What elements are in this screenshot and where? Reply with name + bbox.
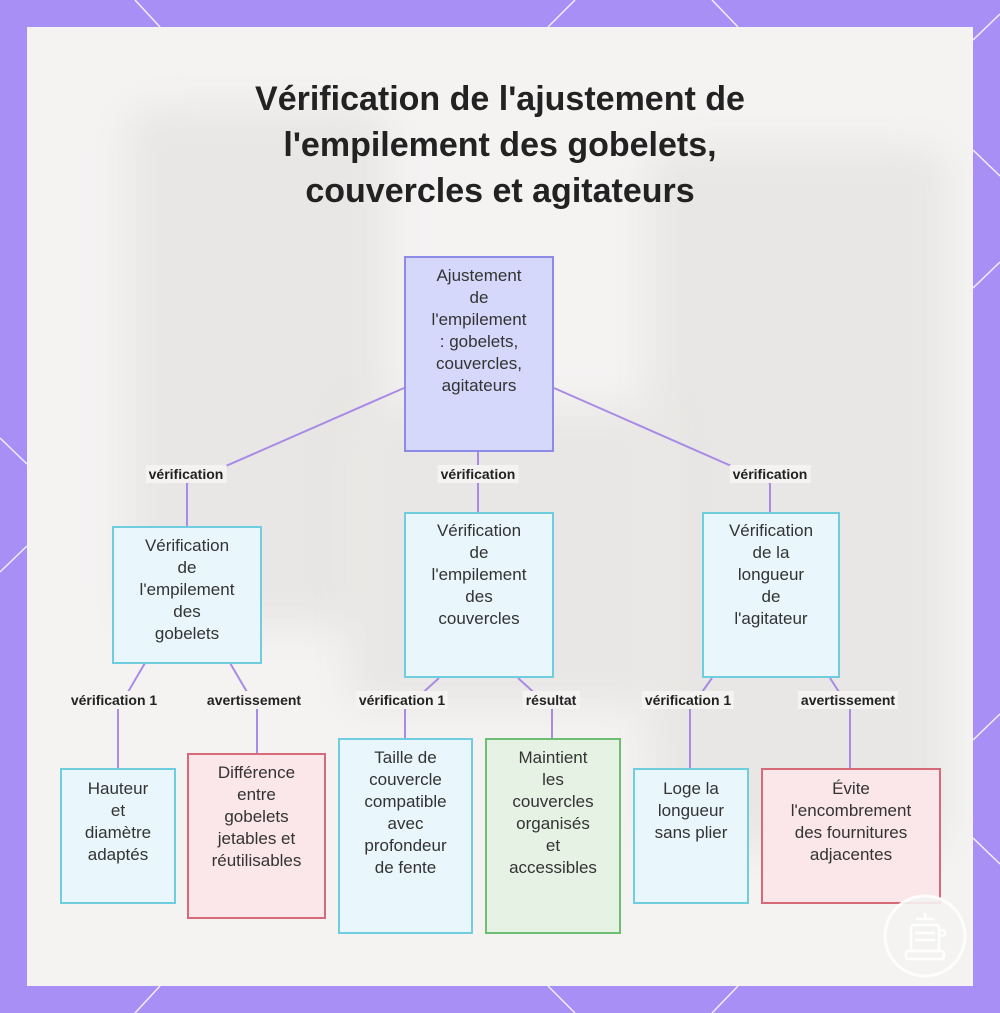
edge-stirrer-clutter [829, 677, 851, 768]
watermark-logo-icon [883, 894, 967, 978]
node-stirrer-length: Vérification de la longueur de l'agitate… [702, 512, 840, 678]
node-text: longueur [657, 801, 725, 820]
node-text: gobelets [224, 807, 289, 826]
node-text: : gobelets, [439, 332, 519, 351]
node-text: l'empilement [431, 310, 527, 329]
node-text: avec [387, 814, 424, 833]
edge-label: vérification [437, 465, 519, 483]
edge-label: vérification 1 [355, 691, 449, 709]
node-lids-size: Taille de couvercle compatible avec prof… [338, 738, 473, 934]
node-text: des fournitures [794, 823, 908, 842]
node-text: Évite [832, 779, 870, 798]
edge-label: vérification 1 [67, 691, 161, 709]
node-text: couvercles, [436, 354, 522, 373]
node-text: accessibles [509, 858, 597, 877]
node-text: de [761, 587, 781, 606]
title-line: l'empilement des gobelets, [283, 126, 717, 164]
title-line: Vérification de l'ajustement de [255, 80, 745, 118]
edge-label: résultat [522, 691, 580, 709]
node-text: l'encombrement [790, 801, 912, 820]
node-text: Ajustement [436, 266, 522, 285]
node-text: agitateurs [441, 376, 517, 395]
node-text: profondeur [364, 836, 447, 855]
node-text: réutilisables [211, 851, 302, 870]
node-lids-result: Maintient les couvercles organisés et ac… [485, 738, 621, 934]
edge-label: vérification 1 [641, 691, 735, 709]
background-blur [647, 147, 947, 847]
node-text: Différence [217, 763, 296, 782]
node-root: Ajustement de l'empilement : gobelets, c… [404, 256, 554, 452]
node-text: de fente [374, 858, 437, 877]
node-text: de [469, 288, 489, 307]
node-text: Vérification [728, 521, 814, 540]
node-text: couvercles [512, 792, 594, 811]
diagram-title: Vérification de l'ajustement de l'empile… [27, 76, 973, 214]
edge-label: avertissement [797, 691, 899, 709]
node-stirrer-clutter: Évite l'encombrement des fournitures adj… [761, 768, 941, 904]
edge-cups-diff [229, 662, 258, 753]
node-text: gobelets [154, 624, 220, 643]
node-text: Maintient [518, 748, 588, 767]
node-text: organisés [516, 814, 590, 833]
node-text: de la [752, 543, 790, 562]
node-cups-difference: Différence entre gobelets jetables et ré… [187, 753, 326, 919]
node-text: Taille de [374, 748, 437, 767]
node-text: couvercle [369, 770, 442, 789]
edge-root-cups [186, 387, 405, 527]
node-text: couvercles [438, 609, 520, 628]
node-text: Hauteur [87, 779, 149, 798]
node-text: sans plier [654, 823, 728, 842]
node-text: des [465, 587, 493, 606]
node-text: entre [237, 785, 276, 804]
node-text: Loge la [663, 779, 719, 798]
node-text: compatible [364, 792, 447, 811]
edge-lids-size [404, 677, 440, 738]
edge-label: vérification [729, 465, 811, 483]
node-stirrer-fit: Loge la longueur sans plier [633, 768, 749, 904]
node-text: de [177, 558, 197, 577]
node-text: jetables et [217, 829, 296, 848]
edge-label: vérification [145, 465, 227, 483]
node-text: et [110, 801, 126, 820]
node-text: Vérification [436, 521, 522, 540]
edge-lids-result [517, 677, 553, 738]
edge-label: avertissement [203, 691, 305, 709]
node-text: les [542, 770, 564, 789]
node-cups-stacking: Vérification de l'empilement des gobelet… [112, 526, 262, 664]
node-text: Vérification [144, 536, 230, 555]
node-text: diamètre [84, 823, 152, 842]
node-text: adaptés [87, 845, 149, 864]
edge-cups-size [117, 662, 146, 768]
edge-root-stirrer [553, 387, 771, 512]
edge-stirrer-fit [689, 677, 713, 768]
node-text: de [469, 543, 489, 562]
node-text: l'agitateur [734, 609, 808, 628]
node-text: l'empilement [431, 565, 527, 584]
node-text: l'empilement [139, 580, 235, 599]
node-cups-size: Hauteur et diamètre adaptés [60, 768, 176, 904]
node-text: longueur [737, 565, 805, 584]
node-text: adjacentes [809, 845, 893, 864]
node-text: des [173, 602, 201, 621]
node-text: et [545, 836, 561, 855]
title-line: couvercles et agitateurs [305, 172, 695, 210]
node-lids-stacking: Vérification de l'empilement des couverc… [404, 512, 554, 678]
